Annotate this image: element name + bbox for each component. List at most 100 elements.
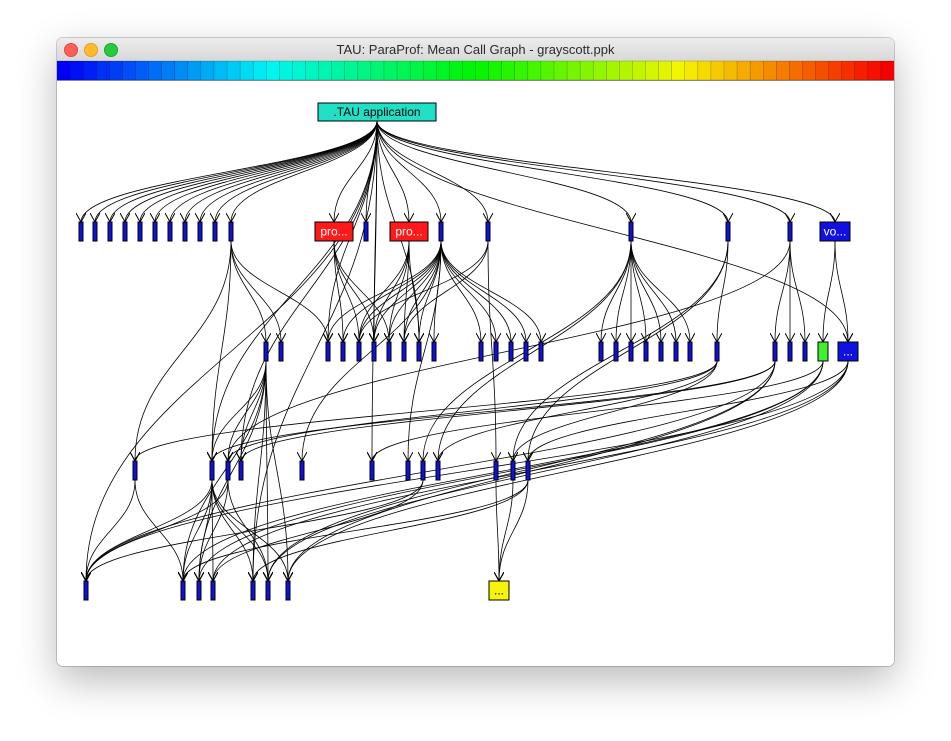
function-node[interactable]: vo... (819, 221, 851, 242)
function-node[interactable] (278, 341, 284, 362)
title-bar[interactable]: TAU: ParaProf: Mean Call Graph - graysco… (57, 38, 894, 61)
minimize-window-button[interactable] (84, 43, 98, 57)
function-node[interactable] (325, 341, 331, 362)
function-node[interactable] (363, 221, 369, 242)
function-node[interactable] (416, 341, 422, 362)
function-node[interactable] (152, 221, 158, 242)
function-node[interactable]: pro... (314, 221, 354, 242)
function-node[interactable] (420, 460, 426, 481)
color-scale-swatch (789, 61, 804, 80)
function-node[interactable] (132, 460, 138, 481)
color-scale-swatch (619, 61, 633, 80)
color-scale-swatch (579, 61, 594, 80)
function-node-box (225, 460, 231, 481)
function-node[interactable] (525, 460, 531, 481)
function-node[interactable] (180, 580, 186, 601)
function-node[interactable] (510, 460, 516, 481)
function-node[interactable] (209, 460, 215, 481)
color-scale-swatch (815, 61, 830, 80)
function-node[interactable] (182, 221, 188, 242)
function-node[interactable] (212, 221, 218, 242)
function-node[interactable] (228, 221, 234, 242)
call-edge (823, 240, 836, 342)
function-node[interactable] (725, 221, 731, 242)
function-node[interactable] (817, 341, 829, 362)
function-node[interactable]: pro... (389, 221, 429, 242)
function-node[interactable] (598, 341, 604, 362)
function-node[interactable] (493, 460, 499, 481)
zoom-window-button[interactable] (104, 43, 118, 57)
function-node[interactable] (83, 580, 89, 601)
function-node[interactable] (122, 221, 128, 242)
function-node-box (389, 221, 429, 242)
function-node[interactable] (299, 460, 305, 481)
function-node[interactable] (538, 341, 544, 362)
call-edge (404, 240, 410, 342)
function-node[interactable] (356, 341, 362, 362)
function-node[interactable] (371, 341, 377, 362)
function-node[interactable] (167, 221, 173, 242)
function-node[interactable] (285, 580, 291, 601)
call-edge (376, 120, 835, 222)
function-node[interactable] (687, 341, 693, 362)
function-node[interactable] (369, 460, 375, 481)
call-edge (253, 360, 267, 581)
function-node[interactable] (92, 221, 98, 242)
function-node[interactable]: ... (837, 341, 859, 362)
function-node[interactable] (107, 221, 113, 242)
function-node[interactable] (772, 341, 778, 362)
call-graph-canvas[interactable]: .TAU application pro... pro... vo......... (57, 81, 894, 666)
function-node[interactable] (265, 580, 271, 601)
function-node-box (787, 341, 793, 362)
window-title: TAU: ParaProf: Mean Call Graph - graysco… (336, 42, 615, 57)
function-node[interactable] (197, 221, 203, 242)
color-scale-swatch (161, 61, 176, 80)
function-node[interactable] (628, 221, 634, 242)
function-node[interactable] (431, 341, 437, 362)
function-node[interactable] (238, 460, 244, 481)
function-node[interactable] (225, 460, 231, 481)
function-node[interactable] (435, 460, 441, 481)
call-edge (528, 360, 849, 461)
function-node[interactable] (658, 341, 664, 362)
function-node[interactable] (493, 341, 499, 362)
function-node[interactable] (210, 580, 216, 601)
root-function-node[interactable]: .TAU application (317, 102, 437, 122)
function-node-box (122, 221, 128, 242)
function-node[interactable] (478, 341, 484, 362)
function-node[interactable] (263, 341, 269, 362)
function-node[interactable] (137, 221, 143, 242)
close-window-button[interactable] (64, 43, 78, 57)
color-scale-swatch (671, 61, 686, 80)
color-scale-swatch (854, 61, 869, 80)
function-node[interactable] (196, 580, 202, 601)
call-edge (231, 120, 378, 222)
function-node[interactable] (673, 341, 679, 362)
function-node[interactable] (508, 341, 514, 362)
function-node[interactable] (628, 341, 634, 362)
color-scale-swatch (436, 61, 450, 80)
call-nodes: .TAU application pro... pro... vo......... (78, 102, 859, 601)
function-node[interactable] (787, 341, 793, 362)
function-node[interactable] (78, 221, 84, 242)
function-node[interactable] (643, 341, 649, 362)
function-node[interactable] (613, 341, 619, 362)
function-node[interactable] (250, 580, 256, 601)
function-node[interactable] (787, 221, 793, 242)
function-node[interactable]: ... (488, 580, 510, 601)
function-node[interactable] (714, 341, 720, 362)
function-node-box (263, 341, 269, 362)
function-node-box (817, 341, 829, 362)
function-node[interactable] (802, 341, 808, 362)
color-scale-swatch (200, 61, 215, 80)
function-node[interactable] (401, 341, 407, 362)
function-node[interactable] (438, 221, 444, 242)
function-node-box (363, 221, 369, 242)
function-node[interactable] (523, 341, 529, 362)
function-node[interactable] (386, 341, 392, 362)
function-node[interactable] (405, 460, 411, 481)
function-node-box (416, 341, 422, 362)
call-edge (834, 240, 848, 342)
function-node[interactable] (485, 221, 491, 242)
function-node[interactable] (340, 341, 346, 362)
